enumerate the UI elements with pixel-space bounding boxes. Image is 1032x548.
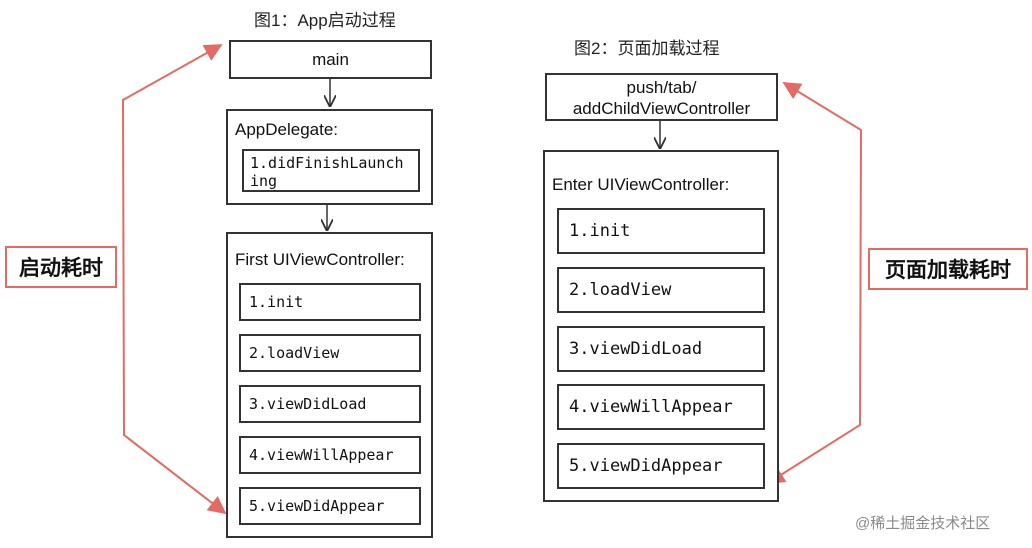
page-load-time-label: 页面加载耗时	[868, 248, 1028, 290]
fig2-title: 图2：页面加载过程	[574, 39, 720, 58]
step-did-finish-launching: 1.didFinishLaunching	[242, 149, 420, 192]
enter-vc-label: Enter UIViewController:	[552, 175, 730, 194]
first-vc-label: First UIViewController:	[235, 250, 405, 269]
fig1-step-init: 1.init	[239, 283, 421, 321]
watermark: @稀土掘金技术社区	[855, 515, 991, 532]
trigger-box: push/tab/ addChildViewController	[545, 73, 778, 121]
appdelegate-label: AppDelegate:	[235, 120, 339, 139]
fig2-step-view-did-appear: 5.viewDidAppear	[557, 443, 765, 489]
fig1-step-view-will-appear: 4.viewWillAppear	[239, 436, 421, 474]
fig2-step-load-view: 2.loadView	[557, 267, 765, 313]
fig1-title: 图1：App启动过程	[254, 11, 396, 30]
main-label: main	[312, 49, 349, 69]
fig1-step-load-view: 2.loadView	[239, 334, 421, 372]
launch-time-label: 启动耗时	[5, 246, 117, 288]
fig2-step-view-did-load: 3.viewDidLoad	[557, 326, 765, 372]
appdelegate-box: AppDelegate: 1.didFinishLaunching	[226, 109, 433, 205]
main-box: main	[229, 40, 432, 79]
fig2-step-init: 1.init	[557, 208, 765, 254]
fig2-step-view-will-appear: 4.viewWillAppear	[557, 384, 765, 430]
trigger-line-1: push/tab/	[626, 78, 697, 97]
launch-time-bracket	[121, 44, 227, 515]
fig1-step-view-did-load: 3.viewDidLoad	[239, 385, 421, 423]
fig1-step-view-did-appear: 5.viewDidAppear	[239, 487, 421, 525]
trigger-line-2: addChildViewController	[572, 99, 751, 118]
page-load-time-bracket	[766, 82, 863, 484]
